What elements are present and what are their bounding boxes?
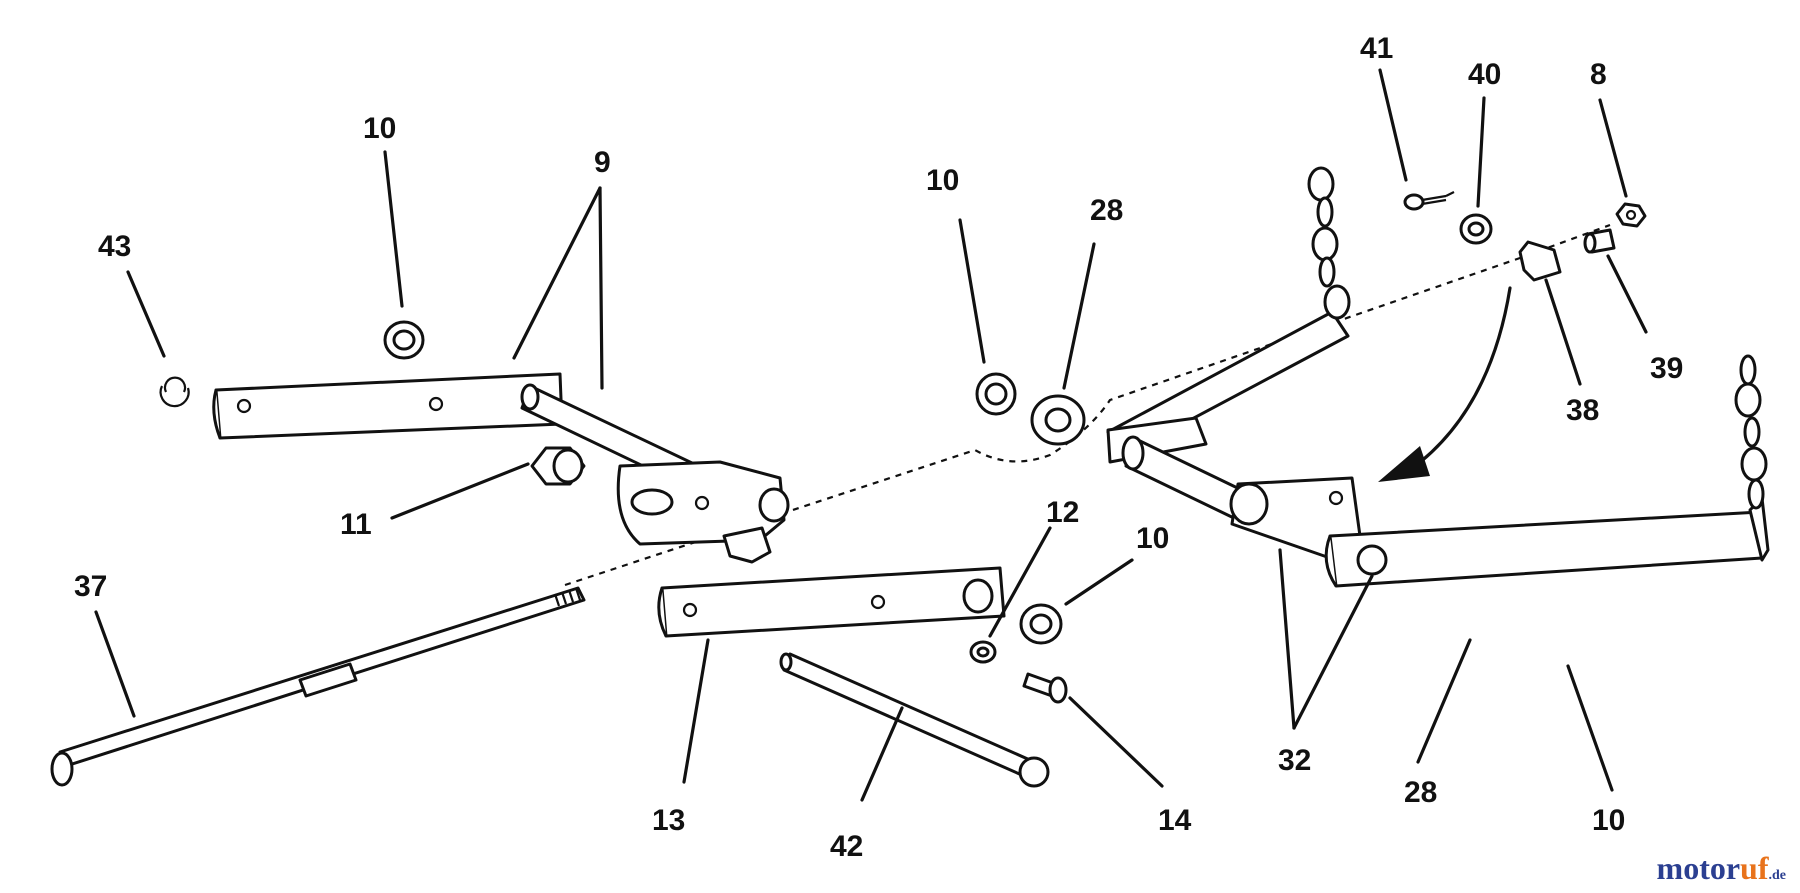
watermark-main: motor [1656,850,1741,886]
leader-43 [126,270,166,358]
leader-14 [1068,696,1164,788]
assembly-arrow-head [1378,446,1430,482]
callout-10-left: 10 [363,112,396,145]
callout-41: 41 [1360,32,1393,65]
leader-42 [860,706,904,802]
callout-14: 14 [1158,804,1192,837]
callout-12: 12 [1046,496,1079,529]
callout-9: 9 [594,146,611,179]
leader-12 [988,526,1052,638]
part-13-lower-arm [657,566,1006,638]
callout-28-middle: 28 [1090,194,1123,227]
callout-28-right: 28 [1404,776,1437,809]
part-32-lift-yoke [1106,166,1770,588]
leader-10c [958,218,986,364]
part-43-e-clip [159,376,190,408]
leader-11 [390,462,530,520]
callout-38: 38 [1566,394,1599,427]
part-41-cotter-pin [1403,191,1455,211]
part-10-washer-left [383,320,425,360]
watermark-tld: .de [1768,868,1787,883]
part-9-lift-arm [212,372,790,564]
watermark-logo: motoruf.de [1657,850,1786,887]
chain-left [1307,166,1351,320]
leader-28a [1062,242,1096,390]
leader-41 [1378,68,1408,182]
leader-28b [1416,638,1472,764]
callout-42: 42 [830,830,863,863]
callout-10-middle-upper: 10 [926,164,959,197]
leader-10d [1566,664,1614,792]
part-39-spacer [1583,228,1616,254]
part-12-lock-nut [969,640,997,664]
part-40-washer [1459,213,1493,245]
callout-39: 39 [1650,352,1683,385]
callout-40: 40 [1468,58,1501,91]
leader-9b [598,186,604,390]
leader-40 [1476,96,1486,208]
part-10-washer-middle-upper [975,372,1017,416]
callout-8: 8 [1590,58,1607,91]
part-37-threaded-rod [50,586,586,787]
part-11-hex-nut [530,446,586,486]
watermark-accent: uf [1740,850,1769,886]
callout-43: 43 [98,230,131,263]
part-14-bolt [1022,672,1068,704]
leader-13 [682,638,710,784]
leader-37 [94,610,136,718]
chain-right [1734,354,1768,510]
callout-10-middle-lower: 10 [1136,522,1169,555]
leader-32a [1278,548,1296,730]
callout-11: 11 [340,508,372,541]
leader-8 [1598,98,1628,198]
leader-39 [1606,254,1648,334]
part-10-washer-middle-lower [1019,603,1063,645]
callout-10-right: 10 [1592,804,1625,837]
leader-38 [1544,278,1582,386]
leader-32b [1292,574,1374,730]
part-42-pin [779,652,1050,788]
assembly-dashed-line [564,223,1611,587]
callout-37: 37 [74,570,107,603]
leader-10a [383,150,404,308]
part-28-washer-middle [1030,394,1086,446]
leader-9a [512,186,602,360]
part-38-block [1518,240,1562,282]
part-8-nut [1615,202,1647,228]
assembly-arrow-curve [1408,286,1512,472]
callout-32: 32 [1278,744,1311,777]
callout-13: 13 [652,804,685,837]
leader-10b [1064,558,1134,606]
